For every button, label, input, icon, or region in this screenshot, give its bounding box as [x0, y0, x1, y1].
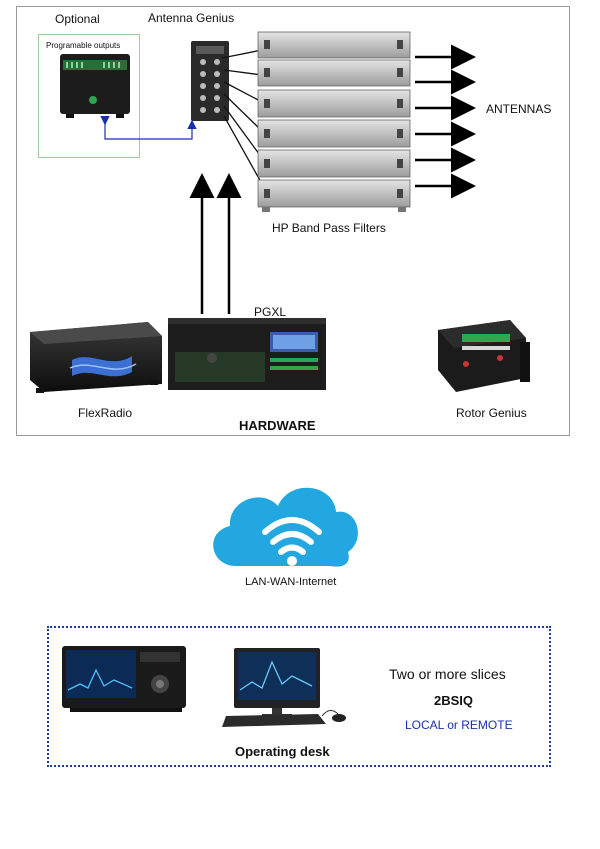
keyboard-mouse [222, 710, 346, 727]
hardware-title: HARDWARE [239, 418, 316, 433]
antenna-cables [221, 49, 263, 185]
control-link [100, 115, 197, 140]
filters-label: HP Band Pass Filters [272, 221, 386, 235]
antennas-label: ANTENNAS [486, 102, 552, 116]
flexradio-label: FlexRadio [78, 406, 133, 420]
operating-desk-frame [47, 626, 551, 767]
mode-label: 2BSIQ [434, 693, 474, 708]
network-cloud [213, 487, 358, 567]
programmable-outputs-device [60, 54, 130, 118]
pgxl-label: PGXL [254, 305, 287, 319]
rotor-genius-label: Rotor Genius [456, 406, 527, 420]
location-label: LOCAL or REMOTE [405, 718, 513, 732]
band-pass-filters [257, 31, 411, 212]
pgxl-amplifier [168, 318, 326, 390]
flexradio-device [30, 322, 162, 393]
slices-label: Two or more slices [389, 666, 506, 682]
antenna-genius-label: Antenna Genius [148, 11, 235, 25]
desktop-monitor [234, 648, 320, 717]
cloud-label: LAN-WAN-Internet [245, 576, 337, 588]
antenna-arrows [415, 44, 476, 199]
optional-label: Optional [55, 12, 100, 26]
hardware-frame [16, 6, 570, 436]
rotor-genius-device [438, 320, 530, 392]
pgxl-control-arrows [189, 173, 242, 314]
radio-console [62, 646, 186, 712]
programmable-outputs-label: Programable outputs [46, 41, 121, 50]
antenna-genius-device [191, 41, 229, 121]
operating-desk-title: Operating desk [235, 744, 330, 759]
optional-frame [38, 34, 140, 158]
